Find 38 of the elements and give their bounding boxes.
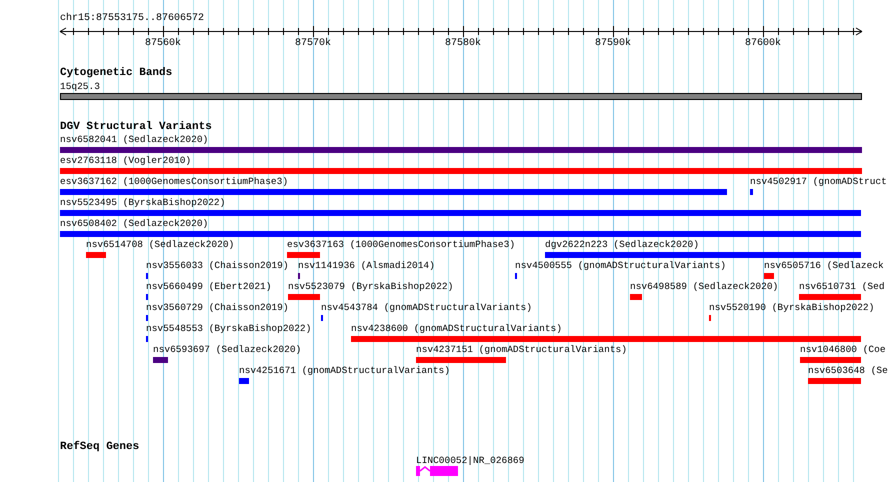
variant-label: nsv4543784 (gnomADStructuralVariants) [321, 302, 532, 313]
variant-label: nsv4502917 (gnomADStruct [750, 176, 887, 187]
variant-label: nsv6593697 (Sedlazeck2020) [153, 344, 302, 355]
variant-label: nsv6503648 (Se [808, 365, 888, 376]
variant-label: nsv4237151 (gnomADStructuralVariants) [416, 344, 627, 355]
variant-label: esv3637162 (1000GenomesConsortiumPhase3) [60, 176, 288, 187]
variant-label: nsv5660499 (Ebert2021) [146, 281, 272, 292]
variant-label: dgv2622n223 (Sedlazeck2020) [545, 239, 699, 250]
tick-label: 87590k [595, 38, 632, 49]
variant-label: nsv4238600 (gnomADStructuralVariants) [351, 323, 562, 334]
variant-label: nsv6508402 (Sedlazeck2020) [60, 218, 208, 229]
variant-label: nsv5520190 (ByrskaBishop2022) [709, 302, 874, 313]
variant-label: nsv1141936 (Alsmadi2014) [298, 260, 435, 271]
variant-label: nsv4251671 (gnomADStructuralVariants) [239, 365, 450, 376]
position-label: chr15:87553175..87606572 [60, 13, 204, 24]
variant-label: nsv5523079 (ByrskaBishop2022) [288, 281, 454, 292]
band-label: 15q25.3 [60, 81, 100, 92]
variant-label: esv2763118 (Vogler2010) [60, 155, 192, 166]
variant-label: nsv3556033 (Chaisson2019) [146, 260, 289, 271]
variant-label: nsv6510731 (Sed [799, 281, 885, 292]
tick-label: 87600k [745, 38, 782, 49]
variant-label: nsv5548553 (ByrskaBishop2022) [146, 323, 312, 334]
variant-label: nsv6582041 (Sedlazeck2020) [60, 134, 208, 145]
gene-label: LINC00052|NR_026869 [416, 455, 524, 466]
track-heading: RefSeq Genes [60, 442, 140, 453]
variant-label: nsv4500555 (gnomADStructuralVariants) [515, 260, 726, 271]
track-heading: Cytogenetic Bands [60, 68, 172, 79]
variant-label: nsv6498589 (Sedlazeck2020) [630, 281, 778, 292]
tick-label: 87580k [445, 38, 482, 49]
variant-label: nsv6505716 (Sedlazeck [764, 260, 884, 271]
variant-label: esv3637163 (1000GenomesConsortiumPhase3) [287, 239, 516, 250]
track-heading: DGV Structural Variants [60, 122, 212, 133]
variant-label: nsv1046800 (Coe [800, 344, 886, 355]
variant-label: nsv5523495 (ByrskaBishop2022) [60, 197, 226, 208]
tick-label: 87570k [295, 38, 332, 49]
variant-label: nsv3560729 (Chaisson2019) [146, 302, 289, 313]
tick-label: 87560k [145, 38, 182, 49]
variant-label: nsv6514708 (Sedlazeck2020) [86, 239, 234, 250]
